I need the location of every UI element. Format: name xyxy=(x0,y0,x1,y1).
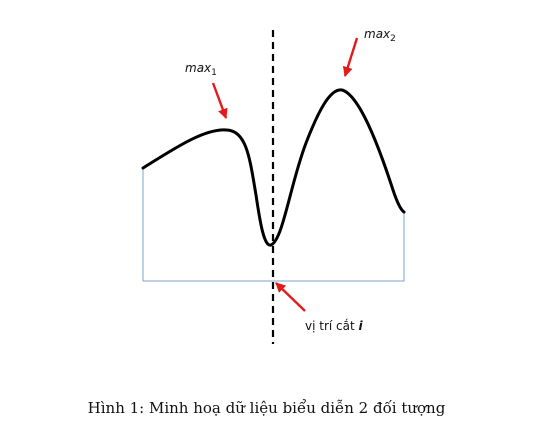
figure-caption: Hình 1: Minh hoạ dữ liệu biểu diễn 2 đối… xyxy=(87,399,446,417)
cut-position-text: vị trí cắt xyxy=(305,319,359,333)
max2-arrow xyxy=(342,37,359,77)
data-curve xyxy=(141,88,406,247)
max1-arrow xyxy=(211,82,228,119)
max2-label-sub: 2 xyxy=(390,34,396,44)
max1-label: max1 xyxy=(185,61,217,78)
cut-position-label: vị trí cắt i xyxy=(305,319,364,333)
cut-position-var: i xyxy=(359,319,364,333)
cut-position-arrow xyxy=(275,282,306,312)
max1-label-base: max xyxy=(185,61,212,75)
max2-label: max2 xyxy=(364,27,396,44)
data-region-box xyxy=(142,168,405,282)
max1-label-sub: 1 xyxy=(211,68,217,78)
max2-label-base: max xyxy=(364,27,391,41)
